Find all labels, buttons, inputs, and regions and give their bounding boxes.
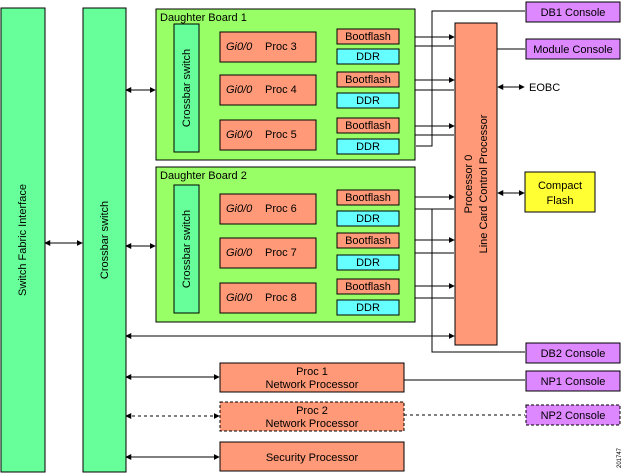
- proc-7-ddr: [336, 254, 400, 271]
- proc-4-bootflash: [336, 71, 400, 88]
- module-console-label: Module Console: [533, 44, 613, 56]
- db2-console-box: [525, 342, 621, 364]
- proc-6-port: Gi0/0: [226, 203, 253, 215]
- np2-console-label: NP2 Console: [541, 410, 606, 422]
- proc-5-ddr-label: DDR: [356, 141, 380, 153]
- proc-5-name: Proc 5: [265, 129, 297, 141]
- figure-id: 201747: [617, 447, 623, 468]
- proc-3-port: Gi0/0: [226, 41, 253, 53]
- proc-7-box: [219, 237, 317, 269]
- proc-6-bootflash-label: Bootflash: [345, 192, 391, 204]
- security-processor-box: [219, 441, 405, 472]
- proc-3-bootflash: [336, 28, 400, 45]
- switch-fabric-label: Switch Fabric Interface: [17, 184, 29, 296]
- db2-crossbar-label: Crossbar switch: [181, 210, 193, 288]
- lccp-box: [454, 22, 498, 346]
- proc-4-box: [219, 74, 317, 106]
- compact-flash-line2: Flash: [547, 195, 574, 207]
- proc-5-bootflash-label: Bootflash: [345, 120, 391, 132]
- np1-label-line1: Proc 1: [296, 366, 328, 378]
- proc-4-port: Gi0/0: [226, 84, 253, 96]
- proc-4-ddr-label: DDR: [356, 95, 380, 107]
- proc-3-ddr: [336, 48, 400, 65]
- proc-4-bootflash-label: Bootflash: [345, 74, 391, 86]
- proc-8-ddr: [336, 299, 400, 316]
- proc-6-bootflash: [336, 189, 400, 206]
- proc-5-ddr: [336, 138, 400, 155]
- switch-fabric-box: [0, 7, 46, 473]
- np2-label-line2: Network Processor: [266, 418, 359, 430]
- compact-flash-box: [524, 171, 596, 213]
- security-processor-label: Security Processor: [266, 452, 359, 464]
- proc-3-name: Proc 3: [265, 41, 297, 53]
- module-console-box: [525, 38, 621, 60]
- proc-7-port: Gi0/0: [226, 247, 253, 259]
- proc-3-bootflash-label: Bootflash: [345, 31, 391, 43]
- proc-8-box: [219, 282, 317, 314]
- db1-crossbar-label: Crossbar switch: [181, 49, 193, 127]
- proc-8-bootflash-label: Bootflash: [345, 281, 391, 293]
- compact-flash-line1: Compact: [538, 180, 582, 192]
- proc-6-name: Proc 6: [265, 203, 297, 215]
- eobc-label: EOBC: [529, 82, 560, 94]
- db1-console-box: [525, 1, 621, 23]
- lccp-label-line2: Line Card Control Processor: [478, 114, 490, 253]
- db2-crossbar-box: [173, 184, 200, 314]
- proc-6-ddr: [336, 210, 400, 227]
- lccp-label-line1: Processor 0: [463, 155, 475, 214]
- np1-box: [219, 362, 405, 393]
- np1-label-line2: Network Processor: [266, 379, 359, 391]
- proc-6-box: [219, 193, 317, 225]
- proc-4-ddr: [336, 92, 400, 109]
- proc-5-bootflash: [336, 117, 400, 134]
- proc-3-ddr-label: DDR: [356, 51, 380, 63]
- db2-console-label: DB2 Console: [541, 348, 606, 360]
- daughter-board-1-title: Daughter Board 1: [160, 12, 247, 24]
- proc-8-name: Proc 8: [265, 292, 297, 304]
- np2-console-box: [525, 404, 621, 426]
- proc-8-bootflash: [336, 278, 400, 295]
- proc-7-ddr-label: DDR: [356, 257, 380, 269]
- proc-7-bootflash-label: Bootflash: [345, 235, 391, 247]
- np2-box: [219, 401, 405, 432]
- proc-6-ddr-label: DDR: [356, 213, 380, 225]
- db1-console-label: DB1 Console: [541, 7, 606, 19]
- daughter-board-2-title: Daughter Board 2: [160, 170, 247, 182]
- np2-label-line1: Proc 2: [296, 405, 328, 417]
- proc-4-name: Proc 4: [265, 84, 297, 96]
- proc-7-bootflash: [336, 232, 400, 249]
- db1-crossbar-box: [173, 23, 200, 153]
- proc-8-port: Gi0/0: [226, 292, 253, 304]
- np1-console-label: NP1 Console: [541, 376, 606, 388]
- crossbar-main-label: Crossbar switch: [99, 201, 111, 279]
- crossbar-main-box: [82, 7, 127, 473]
- proc-7-name: Proc 7: [265, 247, 297, 259]
- proc-5-port: Gi0/0: [226, 129, 253, 141]
- proc-3-box: [219, 31, 317, 63]
- proc-8-ddr-label: DDR: [356, 302, 380, 314]
- np1-console-box: [525, 370, 621, 392]
- proc-5-box: [219, 119, 317, 151]
